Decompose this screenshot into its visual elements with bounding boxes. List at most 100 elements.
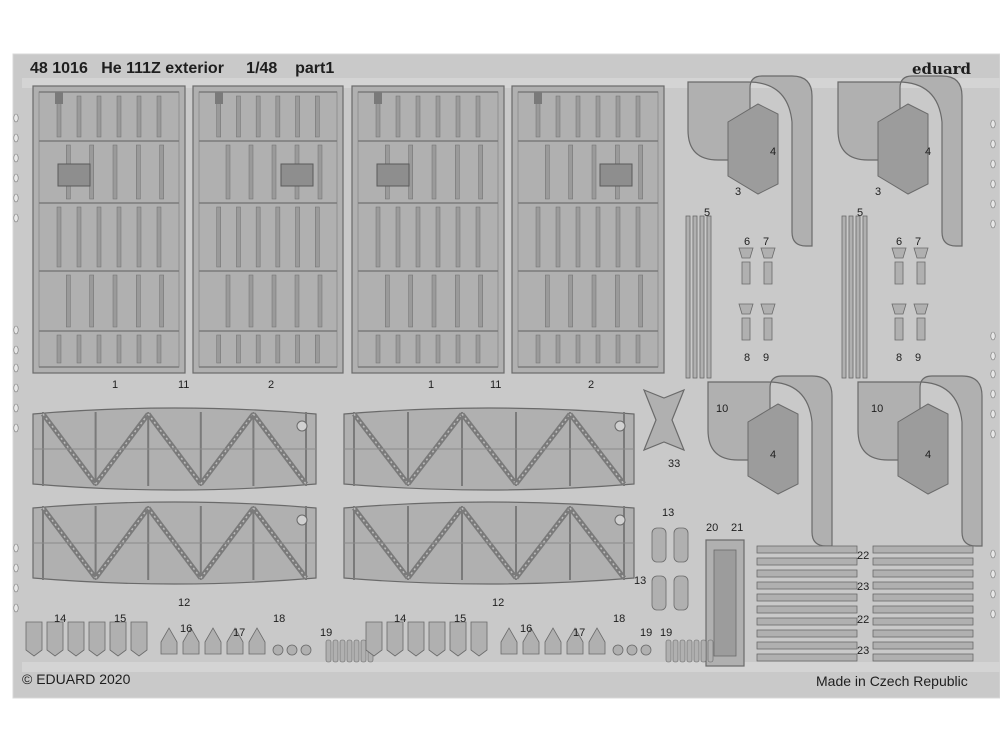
grid-stringer [635,206,641,268]
grid-stringer [275,334,281,364]
strip-5 [692,215,698,379]
strip-5 [862,215,868,379]
part-number-label: 16 [180,623,193,635]
fret-drop-right [990,429,996,439]
clip-13 [651,527,667,563]
washer-18 [286,644,298,656]
grid-stringer [255,334,261,364]
fairing-16-17 [522,627,540,655]
fairing-16-17 [204,627,222,655]
part-number-label: 16 [520,623,533,635]
part-number-label: 17 [573,627,586,639]
hinge-14-15 [428,621,446,657]
pin-19 [346,639,353,663]
grid-stringer [225,274,231,328]
part-number-label: 7 [763,236,770,248]
part-number-label: 7 [915,236,922,248]
fret-drop-left [13,325,19,335]
part-number-label: 5 [857,207,864,219]
grid-panel [32,85,186,374]
grid-stringer [385,274,390,328]
grid-stringer [315,95,320,138]
hinge-14-15 [88,621,106,657]
grid-stringer [275,95,281,138]
grid-stringer [635,334,641,364]
grid-stringer [555,206,561,268]
grid-stringer [638,144,643,200]
rail-22-23b [872,545,974,554]
bracket-part [891,247,907,285]
part-number-label: 10 [871,403,884,415]
part-number-label: 15 [454,613,467,625]
rail-22-23b [872,593,974,602]
grid-panel [511,85,665,374]
frame-3 [687,75,813,247]
hinge-14-15 [407,621,425,657]
grid-stringer [136,206,142,268]
grid-stringer [575,206,581,268]
pin-19 [332,639,339,663]
grid-stringer [225,144,231,200]
grid-stringer [431,144,437,200]
grid-tab [215,92,223,104]
part-number-label: 19 [640,627,653,639]
fret-drop-right [990,219,996,229]
strip-5 [685,215,691,379]
grid-stringer [455,95,461,138]
grid-stringer [295,95,300,138]
grid-stringer [545,144,550,200]
fret-drop-left [13,383,19,393]
fairing-16-17 [588,627,606,655]
grid-stringer [478,144,483,200]
grid-stringer [555,95,561,138]
grid-stringer [455,334,461,364]
strip-5 [699,215,705,379]
grid-stringer [236,334,241,364]
grid-stringer [112,144,118,200]
grid-stringer [294,274,300,328]
part-number-label: 33 [668,458,681,470]
grid-stringer [116,334,122,364]
grid-stringer [248,144,254,200]
truss-hole [614,514,626,526]
grid-stringer [236,206,241,268]
grid-stringer [478,274,483,328]
part-number-label: 9 [763,352,770,364]
part-number-label: 20 [706,522,719,534]
grid-tab [374,92,382,104]
grid-stringer [395,95,401,138]
grid-stringer [415,334,421,364]
fret-drop-right [990,549,996,559]
grid-stringer [96,95,102,138]
grid-stringer [89,274,94,328]
part-number-label: 4 [925,146,932,158]
grid-window [280,163,314,187]
part-number-label: 1 [112,379,119,391]
rail-22-23 [756,557,858,566]
washer-18 [640,644,652,656]
fret-drop-left [13,423,19,433]
fret-drop-left [13,213,19,223]
grid-stringer [116,95,122,138]
rail-22-23 [756,617,858,626]
rail-22-23b [872,641,974,650]
kit-scale: 1/48 [246,60,278,77]
grid-stringer [66,274,71,328]
grid-stringer [591,144,597,200]
part-number-label: 14 [394,613,407,625]
part-number-label: 18 [613,613,626,625]
truss-hole [296,420,308,432]
rail-22-23 [756,653,858,662]
bracket-part [738,303,754,341]
hinge-14-15 [386,621,404,657]
grid-stringer [395,334,401,364]
grid-stringer [96,206,102,268]
x-brace-33 [642,388,686,452]
grid-stringer [455,206,461,268]
part-number-label: 3 [735,186,742,198]
grid-stringer [76,95,82,138]
part-number-label: 13 [662,507,675,519]
fret-drop-left [13,113,19,123]
grid-stringer [112,274,118,328]
